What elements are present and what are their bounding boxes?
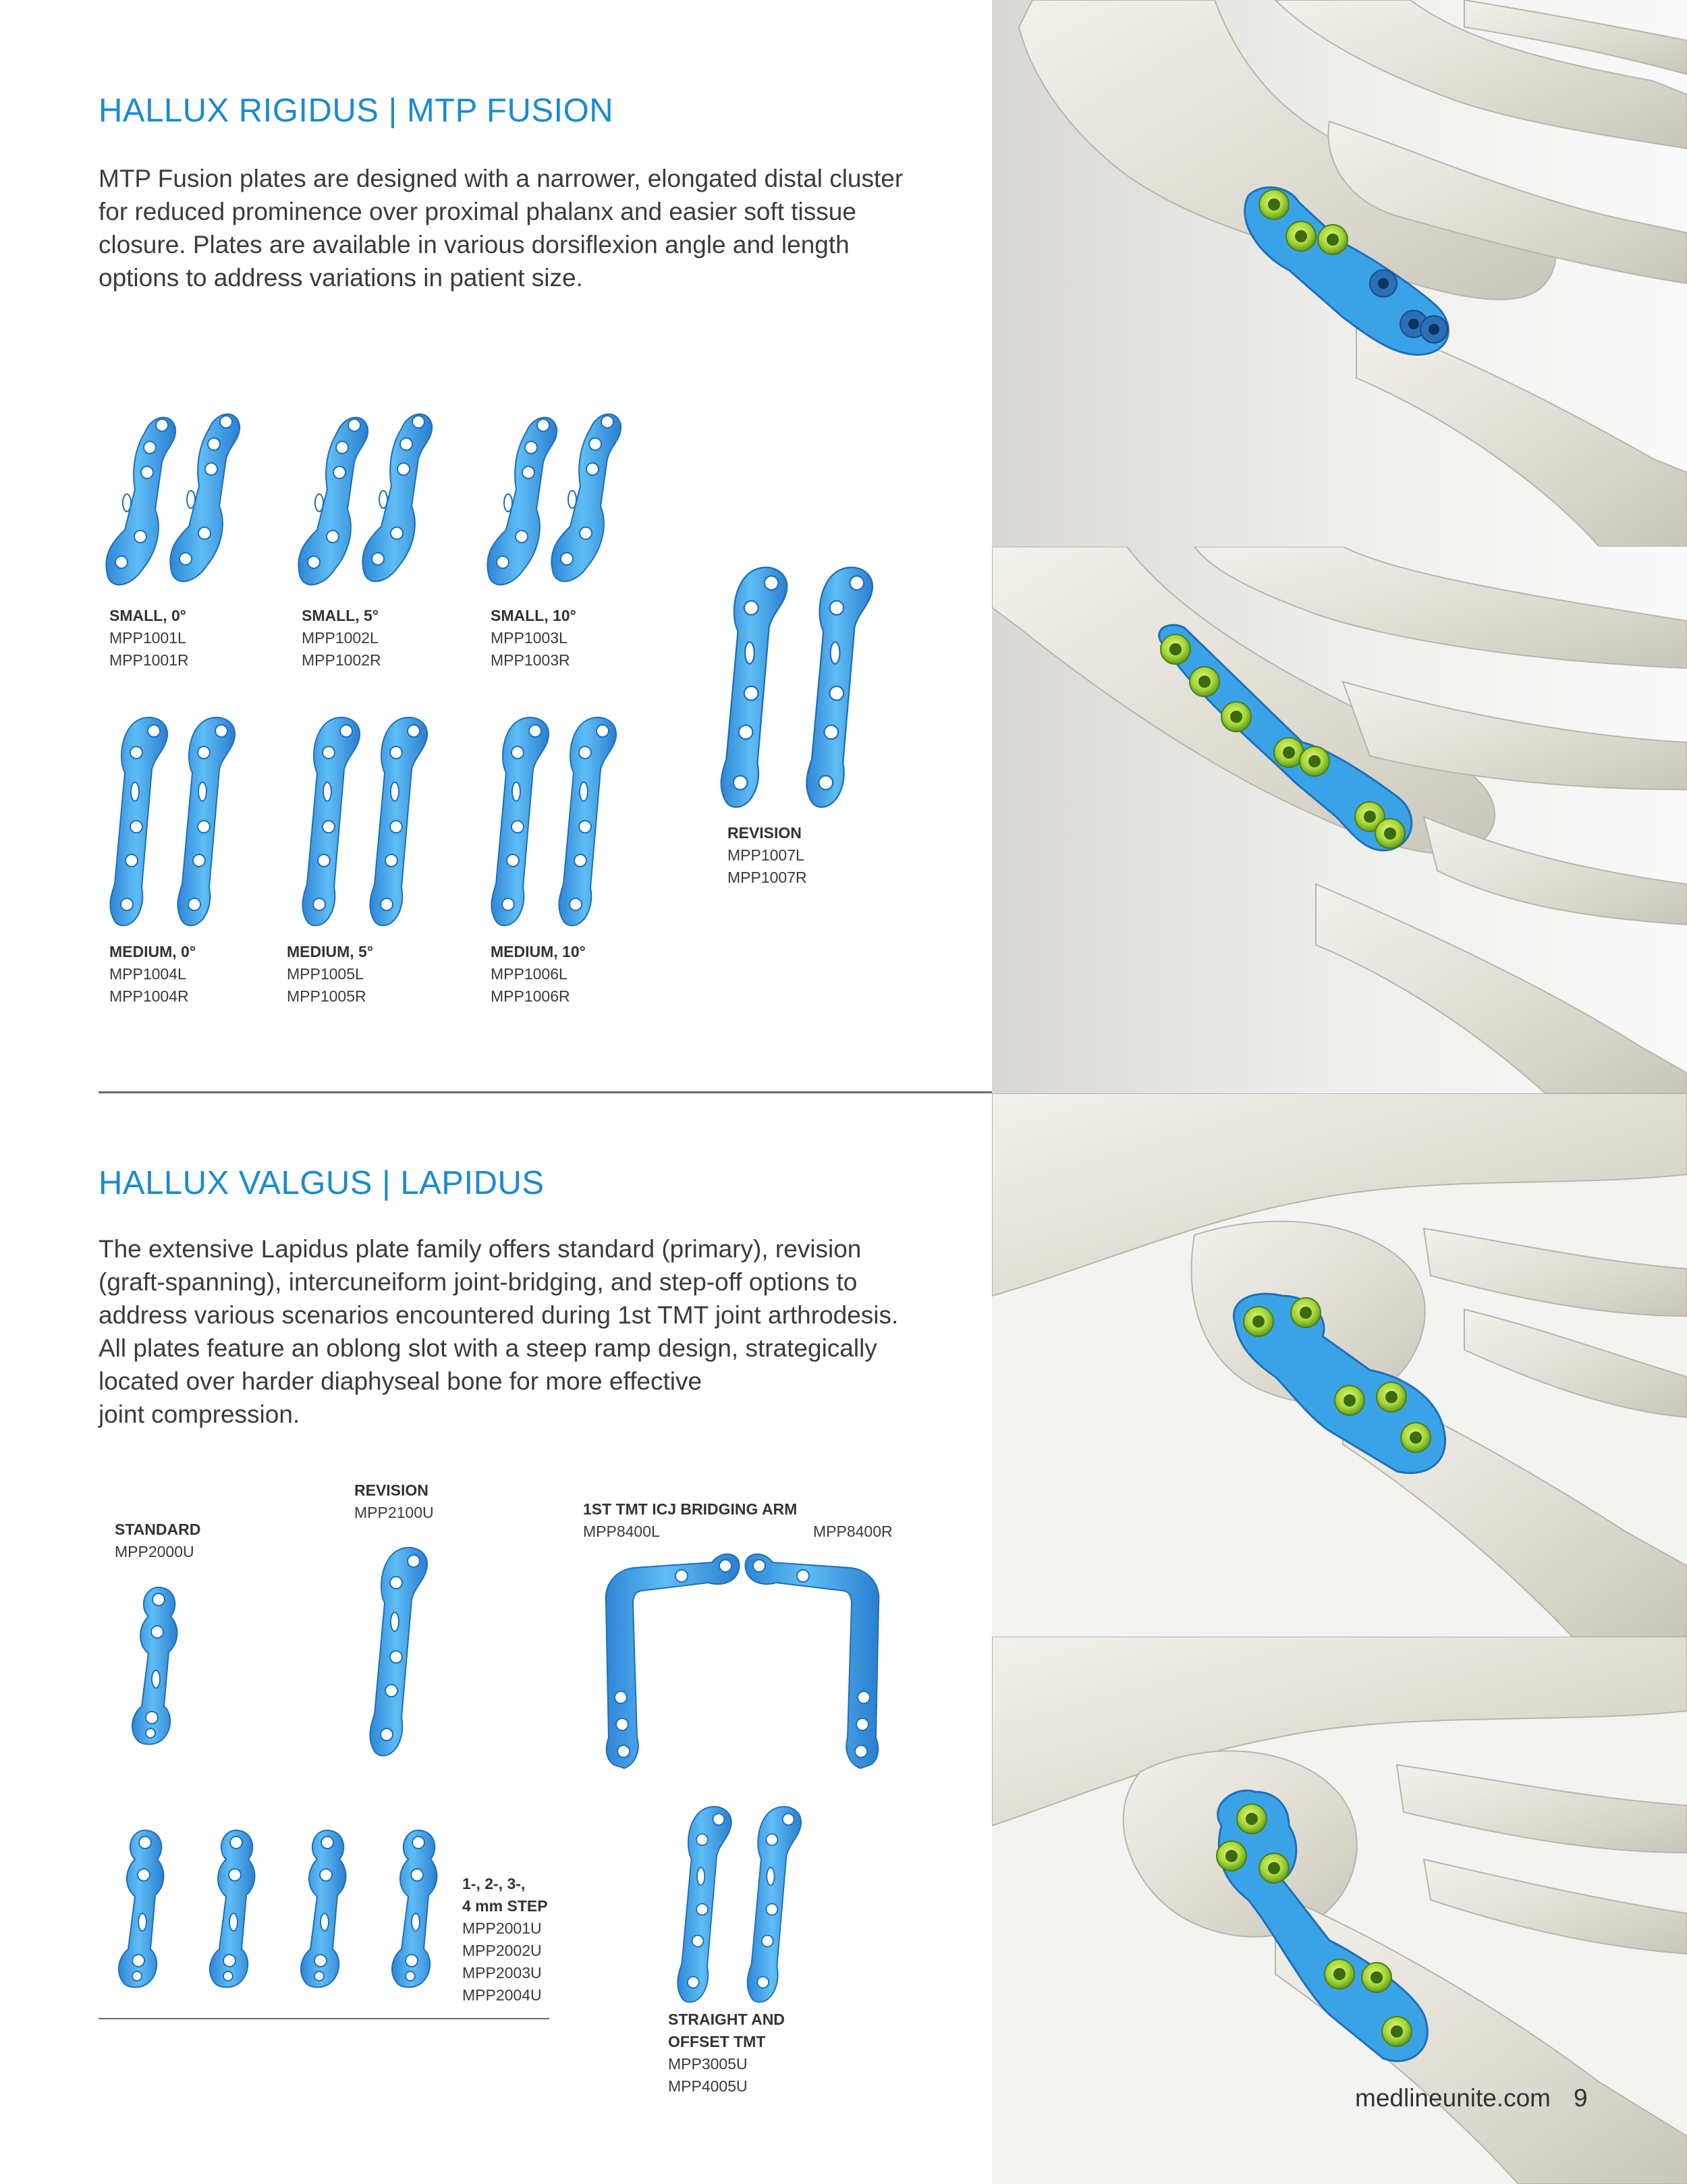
photo-lapidus-plate-2: [992, 1637, 1687, 2184]
plate-name: 1-, 2-, 3-,: [462, 1875, 526, 1892]
plate-name: STANDARD: [115, 1521, 201, 1538]
section2-description-line: (graft-spanning), intercuneiform joint-b…: [99, 1268, 858, 1296]
plate-code: MPP2000U: [115, 1543, 194, 1560]
plate-label-standard: STANDARD MPP2000U: [115, 1519, 200, 1563]
plate-label-straight-offset: STRAIGHT AND OFFSET TMT MPP3005U MPP4005…: [668, 2009, 785, 2098]
section2-description-line: address various scenarios encountered du…: [99, 1301, 899, 1329]
plate-code: MPP1004R: [109, 987, 189, 1005]
plate-code: MPP1003R: [491, 651, 570, 669]
plate-label-small-0: SMALL, 0° MPP1001L MPP1001R: [109, 605, 189, 672]
section1-description-line: closure. Plates are available in various…: [99, 231, 850, 258]
plate-image-medium-10: [491, 716, 617, 927]
plate-name: SMALL, 10°: [491, 607, 576, 624]
plate-name: MEDIUM, 0°: [109, 943, 196, 960]
plate-code: MPP1007R: [727, 869, 807, 886]
plate-name: OFFSET TMT: [668, 2033, 766, 2050]
section2-description-line: joint compression.: [99, 1400, 300, 1428]
plate-name: REVISION: [354, 1481, 428, 1499]
section2-description-line: located over harder diaphyseal bone for …: [99, 1367, 702, 1395]
plate-name: MEDIUM, 5°: [287, 943, 374, 960]
plate-code: MPP2002U: [462, 1942, 542, 1959]
plate-name: SMALL, 5°: [302, 607, 379, 624]
photo-mtp-plate-1: [992, 0, 1687, 547]
plate-label-bridging-right: MPP8400R: [813, 1521, 893, 1543]
plate-image-small-10: [487, 413, 622, 586]
plate-image-medium-0: [109, 716, 236, 927]
plate-label-step: 1-, 2-, 3-, 4 mm STEP MPP2001U MPP2002U …: [462, 1873, 548, 2006]
plate-code: MPP8400L: [583, 1523, 660, 1540]
plate-name: 4 mm STEP: [462, 1897, 548, 1915]
plate-label-medium-5: MEDIUM, 5° MPP1005L MPP1005R: [287, 941, 373, 1008]
plate-name: MEDIUM, 10°: [491, 943, 586, 960]
plate-image-revision-lapidus: [369, 1546, 428, 1757]
plate-code: MPP1002L: [302, 629, 379, 647]
plate-code: MPP3005U: [668, 2055, 748, 2073]
plate-image-medium-5: [302, 716, 428, 927]
plate-code: MPP2004U: [462, 1986, 542, 2004]
plate-code: MPP1007L: [727, 846, 804, 864]
section1-description-line: options to address variations in patient…: [99, 264, 583, 292]
plate-label-revision-lapidus: REVISION MPP2100U: [354, 1479, 434, 1524]
plate-label-small-5: SMALL, 5° MPP1002L MPP1002R: [302, 605, 381, 672]
section1-title: HALLUX RIGIDUS | MTP FUSION: [99, 92, 614, 129]
plate-code: MPP2100U: [354, 1504, 434, 1521]
plate-name: REVISION: [727, 824, 802, 842]
plate-name: 1ST TMT ICJ BRIDGING ARM: [583, 1500, 798, 1518]
footer-website[interactable]: medlineunite.com: [1355, 2084, 1551, 2112]
plate-code: MPP8400R: [813, 1523, 893, 1540]
plate-name: SMALL, 0°: [109, 607, 186, 624]
plate-code: MPP1003L: [491, 629, 568, 647]
plate-code: MPP1001R: [109, 651, 189, 669]
section1-description-line: for reduced prominence over proximal pha…: [99, 198, 856, 225]
plate-code: MPP1005L: [287, 965, 364, 983]
plate-code: MPP4005U: [668, 2077, 748, 2095]
plate-code: MPP1005R: [287, 987, 366, 1005]
section2-title: HALLUX VALGUS | LAPIDUS: [99, 1165, 545, 1201]
photo-lapidus-plate-1: [992, 1093, 1687, 1637]
section1-description: MTP Fusion plates are designed with a na…: [99, 162, 903, 294]
plate-name: STRAIGHT AND: [668, 2011, 785, 2028]
plate-label-medium-10: MEDIUM, 10° MPP1006L MPP1006R: [491, 941, 586, 1008]
plate-image-bridging: [605, 1553, 880, 1770]
step-divider: [99, 2018, 549, 2019]
plate-code: MPP2001U: [462, 1919, 542, 1937]
plate-code: MPP1002R: [302, 651, 381, 669]
plate-label-small-10: SMALL, 10° MPP1003L MPP1003R: [491, 605, 576, 672]
section1-description-line: MTP Fusion plates are designed with a na…: [99, 165, 904, 192]
page-number: 9: [1574, 2084, 1588, 2112]
plate-image-step: [117, 1829, 438, 1988]
plate-label-medium-0: MEDIUM, 0° MPP1004L MPP1004R: [109, 941, 196, 1008]
section2-description: The extensive Lapidus plate family offer…: [99, 1232, 898, 1431]
plate-code: MPP1004L: [109, 965, 186, 983]
plate-image-small-5: [298, 413, 433, 586]
photo-mtp-plate-2: [992, 547, 1687, 1093]
plate-code: MPP1006L: [491, 965, 568, 983]
plate-label-revision: REVISION MPP1007L MPP1007R: [727, 822, 807, 889]
plate-image-small-0: [105, 413, 241, 586]
section-divider: [99, 1091, 1687, 1093]
plate-label-bridging-left: 1ST TMT ICJ BRIDGING ARM MPP8400L: [583, 1498, 797, 1543]
plate-image-straight-offset: [677, 1805, 802, 2003]
plate-code: MPP2003U: [462, 1964, 542, 1982]
section2-description-line: The extensive Lapidus plate family offer…: [99, 1235, 862, 1263]
plate-image-standard: [131, 1586, 178, 1745]
plate-image-revision: [720, 566, 874, 808]
plate-code: MPP1001L: [109, 629, 186, 647]
section2-description-line: All plates feature an oblong slot with a…: [99, 1334, 877, 1362]
plate-code: MPP1006R: [491, 987, 570, 1005]
